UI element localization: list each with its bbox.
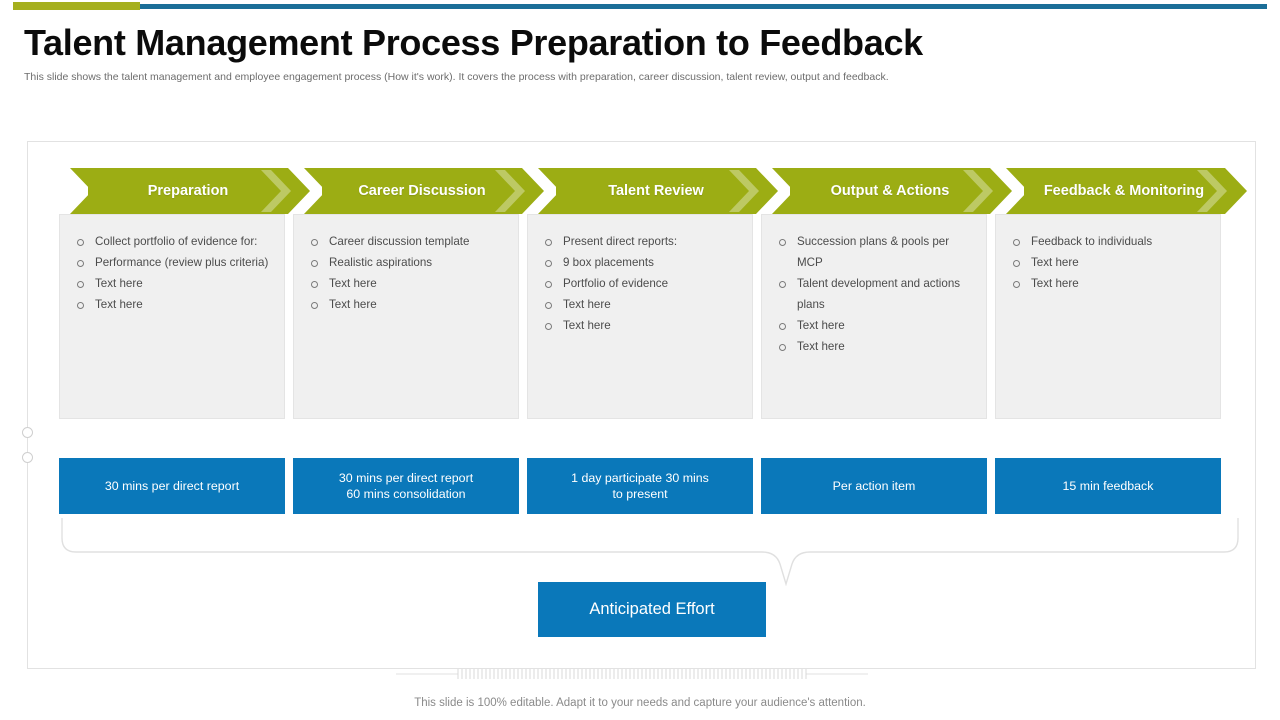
list-item: Text here	[776, 336, 976, 357]
chevron-shape	[289, 168, 545, 214]
list-item: Text here	[542, 315, 742, 336]
stage-chevron-label: Talent Review	[608, 183, 704, 199]
stage-duration-label: 1 day participate 30 mins to present	[571, 471, 709, 501]
list-item: Present direct reports:	[542, 231, 742, 252]
diagram-frame	[27, 141, 1256, 669]
list-item: Text here	[1010, 273, 1210, 294]
stage-chevron-label: Feedback & Monitoring	[1043, 183, 1205, 199]
footer-divider	[396, 669, 868, 679]
list-item: Collect portfolio of evidence for:	[74, 231, 274, 252]
stage-chevron-label: Preparation	[147, 183, 229, 199]
chevron-shape	[991, 168, 1247, 214]
top-accent-bar-blue	[140, 4, 1267, 9]
frame-marker-dot-top	[22, 427, 33, 438]
stage-duration-label: 30 mins per direct report	[104, 479, 240, 493]
stage-duration-box-4[interactable]: Per action item	[761, 458, 987, 514]
list-item: 9 box placements	[542, 252, 742, 273]
stage-duration-label: Per action item	[832, 479, 916, 493]
stage-duration-box-5[interactable]: 15 min feedback	[995, 458, 1221, 514]
list-item: Text here	[1010, 252, 1210, 273]
list-item: Performance (review plus criteria)	[74, 252, 274, 273]
list-item: Career discussion template	[308, 231, 508, 252]
chevron-shape	[523, 168, 779, 214]
list-item: Text here	[74, 273, 274, 294]
stage-duration-box-1[interactable]: 30 mins per direct report	[59, 458, 285, 514]
top-accent-bar-green	[13, 2, 140, 10]
stage-duration-box-3[interactable]: 1 day participate 30 mins to present	[527, 458, 753, 514]
stage-chevron-1[interactable]: Preparation	[54, 168, 311, 214]
bracket-connector	[61, 518, 1239, 586]
stage-content-box-1: Collect portfolio of evidence for:Perfor…	[59, 214, 285, 419]
page-subtitle: This slide shows the talent management a…	[24, 71, 889, 83]
stage-chevron-label: Output & Actions	[830, 183, 950, 199]
anticipated-effort-box[interactable]: Anticipated Effort	[538, 582, 766, 637]
chevron-shape	[55, 168, 311, 214]
stage-duration-label: 30 mins per direct report 60 mins consol…	[338, 471, 474, 501]
stage-chevron-5[interactable]: Feedback & Monitoring	[990, 168, 1247, 214]
stage-duration-label: 15 min feedback	[1062, 479, 1154, 493]
stage-chevron-3[interactable]: Talent Review	[522, 168, 779, 214]
list-item: Text here	[74, 294, 274, 315]
list-item: Text here	[308, 294, 508, 315]
list-item: Portfolio of evidence	[542, 273, 742, 294]
stage-chevron-4[interactable]: Output & Actions	[756, 168, 1013, 214]
stage-chevron-2[interactable]: Career Discussion	[288, 168, 545, 214]
list-item: Realistic aspirations	[308, 252, 508, 273]
page-title: Talent Management Process Preparation to…	[24, 22, 923, 63]
stage-chevron-row: Preparation Career Discussion Talent Revie…	[54, 168, 1235, 214]
list-item: Text here	[776, 315, 976, 336]
stage-bullet-list: Collect portfolio of evidence for:Perfor…	[74, 231, 274, 315]
stage-duration-box-2[interactable]: 30 mins per direct report 60 mins consol…	[293, 458, 519, 514]
list-item: Feedback to individuals	[1010, 231, 1210, 252]
stage-chevron-label: Career Discussion	[358, 183, 486, 199]
chevron-shape	[757, 168, 1013, 214]
footer-note: This slide is 100% editable. Adapt it to…	[414, 697, 866, 709]
frame-marker-dot-bottom	[22, 452, 33, 463]
anticipated-effort-label: Anticipated Effort	[589, 600, 715, 618]
list-item: Succession plans & pools per MCP	[776, 231, 976, 273]
list-item: Talent development and actions plans	[776, 273, 976, 315]
list-item: Text here	[542, 294, 742, 315]
list-item: Text here	[308, 273, 508, 294]
